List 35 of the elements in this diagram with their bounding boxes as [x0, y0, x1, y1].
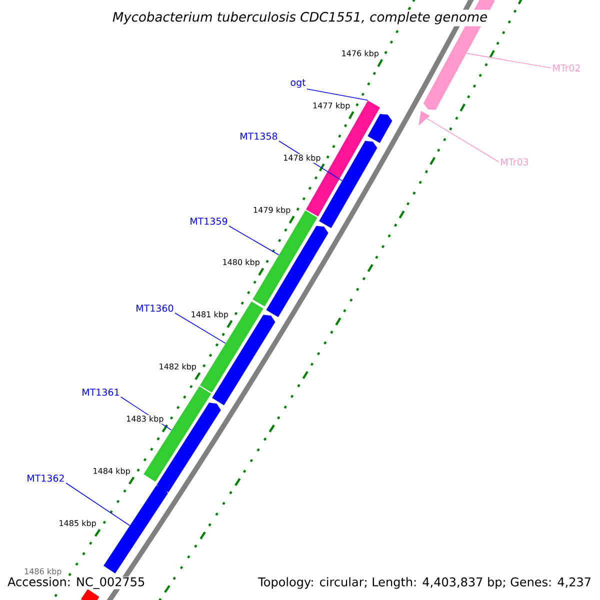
tick-label: 1476 kbp: [340, 50, 380, 58]
title: Mycobacterium tuberculosis CDC1551, complete genome: [110, 10, 490, 26]
tick-label: 1480 kbp: [222, 258, 260, 268]
leader-line: [426, 118, 500, 162]
tick-label: 1484 kbp: [92, 467, 131, 476]
leader-line: [174, 312, 226, 344]
gene-bar: [80, 589, 100, 600]
tick-label: 1483 kbp: [126, 415, 164, 424]
gene-block: [368, 114, 392, 143]
gene-label: MT1359: [190, 218, 228, 225]
gene-block: [104, 486, 168, 574]
leader-line: [306, 88, 368, 101]
tick-label: 1486 kbp: [24, 568, 62, 576]
tick-label: 1477 kbp: [312, 102, 351, 111]
gene-label: MTr02: [553, 64, 580, 72]
footer-text: Topology: circular; Length: 4,403,837 bp; Genes: 4,237: [258, 576, 592, 590]
gene-block: [319, 140, 378, 228]
tick-label: 1481 kbp: [190, 310, 230, 320]
gene-label: MTr03: [501, 158, 528, 166]
tick-label: 1478 kbp: [282, 154, 322, 163]
gene-label: MT1358: [240, 132, 278, 140]
leader-line: [228, 226, 280, 256]
gene-label: ogt: [290, 79, 306, 88]
gene-label: MT1362: [28, 474, 64, 482]
leader-line: [66, 482, 130, 526]
tick-label: 1479 kbp: [252, 206, 292, 215]
gene-label: MT1361: [82, 388, 119, 396]
leader-line: [466, 52, 552, 68]
gene-block: [266, 226, 328, 318]
gene-label: MT1360: [136, 304, 174, 312]
tick-label: 1485 kbp: [58, 519, 97, 528]
gene-triangle: [418, 110, 430, 126]
tick-label: 1482 kbp: [158, 362, 197, 372]
footer-text: Accession: NC_002755: [7, 576, 146, 590]
gene-bar: [306, 100, 380, 216]
